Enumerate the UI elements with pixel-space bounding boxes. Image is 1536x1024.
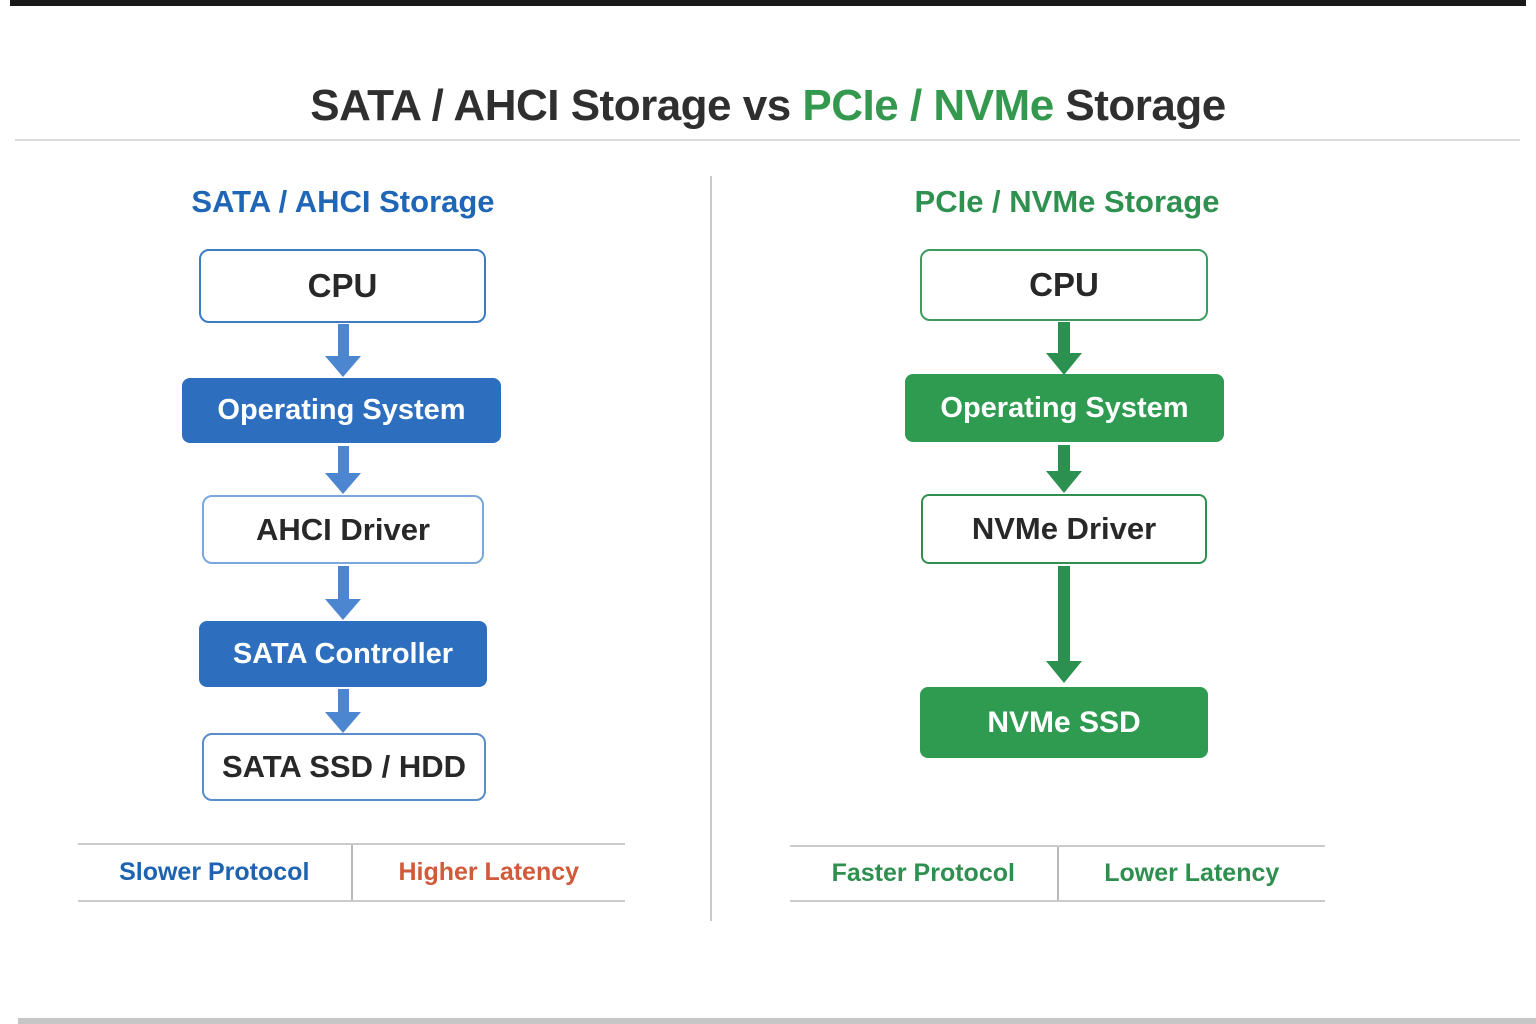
column-divider [710,176,712,921]
arrow-stem [1058,445,1070,471]
arrow-head [325,599,361,620]
arrow-stem [1058,322,1070,353]
right-nvme-ssd-node: NVMe SSD [920,687,1208,758]
left-footer-table: Slower Protocol Higher Latency [78,843,625,902]
arrow-head [325,473,361,494]
slower-protocol-label: Slower Protocol [78,845,353,900]
left-ahci-driver-node: AHCI Driver [202,495,484,564]
bottom-edge-bar [18,1018,1536,1024]
arrow-stem [337,446,349,473]
left-column-heading: SATA / AHCI Storage [191,184,495,219]
arrow-head [1046,661,1082,683]
top-edge-bar [10,0,1526,6]
left-sata-ssd-node: SATA SSD / HDD [202,733,486,801]
arrow-head [1046,353,1082,375]
arrow-head [325,356,361,377]
down-arrow-icon [325,689,361,733]
right-footer-table: Faster Protocol Lower Latency [790,845,1325,902]
arrow-head [325,712,361,733]
title-divider [15,139,1520,141]
right-os-node: Operating System [905,374,1224,442]
title-suffix: Storage [1053,81,1226,131]
faster-protocol-label: Faster Protocol [790,847,1059,900]
down-arrow-icon [1046,445,1082,493]
title-highlight: PCIe / NVMe [802,81,1054,131]
left-cpu-node: CPU [199,249,486,323]
arrow-head [1046,471,1082,493]
down-arrow-icon [325,566,361,620]
arrow-stem [337,689,349,712]
arrow-stem [337,324,349,356]
higher-latency-label: Higher Latency [398,858,580,886]
lower-latency-label: Lower Latency [1104,859,1280,887]
right-column-heading: PCIe / NVMe Storage [914,184,1220,219]
down-arrow-icon [325,446,361,494]
down-arrow-icon [325,324,361,377]
left-sata-controller-node: SATA Controller [199,621,487,687]
arrow-stem [337,566,349,599]
right-cpu-node: CPU [920,249,1208,321]
title-prefix: SATA / AHCI Storage vs [310,81,803,131]
down-arrow-icon [1046,322,1082,375]
arrow-stem [1058,566,1070,661]
page-title: SATA / AHCI Storage vs PCIe / NVMe Stora… [0,81,1536,131]
long-down-arrow-icon [1046,566,1082,683]
right-nvme-driver-node: NVMe Driver [921,494,1207,564]
left-os-node: Operating System [182,378,501,443]
